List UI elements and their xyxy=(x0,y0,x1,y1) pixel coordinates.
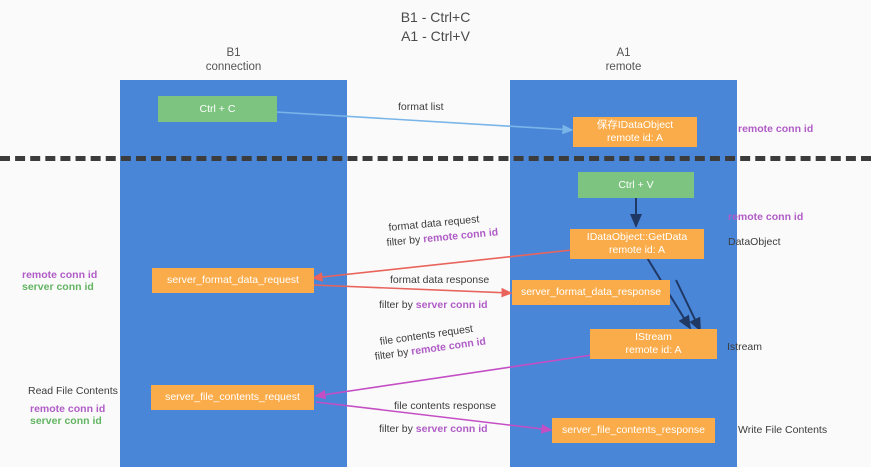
edge-label-format-list: format list xyxy=(398,101,444,113)
annotation-left-remote-conn-id-bot: remote conn id xyxy=(30,403,106,415)
node-istream[interactable]: IStream remote id: A xyxy=(590,329,717,359)
column-header-b1: B1 connection xyxy=(120,46,347,74)
edge-label-file-contents-response: file contents response xyxy=(394,400,496,413)
page-title: B1 - Ctrl+C A1 - Ctrl+V xyxy=(0,8,871,46)
annotation-left-read-file-contents: Read File Contents xyxy=(28,385,118,397)
node-getdata-label: IDataObject::GetData xyxy=(586,231,688,243)
column-header-a1-subtitle: remote xyxy=(605,61,642,73)
annotation-right-istream: Istream xyxy=(727,341,763,353)
edge-label-file-contents-response-filter: filter by server conn id xyxy=(379,423,488,436)
node-istream-label: IStream xyxy=(635,331,672,343)
filter-key-server-conn-id: server conn id xyxy=(415,299,488,311)
annotation-left-server-conn-id-mid: server conn id xyxy=(22,281,94,293)
node-server-file-contents-request[interactable]: server_file_contents_request xyxy=(151,385,314,410)
edge-label-file-contents-response-text: file contents response xyxy=(394,400,497,412)
annotation-left-remote-conn-id-mid: remote conn id xyxy=(22,269,98,281)
node-ctrl-c-label: Ctrl + C xyxy=(199,102,236,115)
title-line-2: A1 - Ctrl+V xyxy=(401,28,470,44)
node-ctrl-v[interactable]: Ctrl + V xyxy=(578,172,694,198)
annotation-right-write-file-contents: Write File Contents xyxy=(738,424,828,436)
node-save-dataobject-sub: remote id: A xyxy=(606,132,664,144)
filter-prefix: filter by xyxy=(374,345,413,363)
annotation-right-remote-conn-id-mid: remote conn id xyxy=(728,211,804,223)
column-header-a1: A1 remote xyxy=(510,46,737,74)
column-header-a1-title: A1 xyxy=(616,47,631,59)
node-ctrl-v-label: Ctrl + V xyxy=(618,178,654,191)
node-server-file-contents-request-label: server_file_contents_request xyxy=(165,391,300,403)
node-server-format-data-request[interactable]: server_format_data_request xyxy=(152,268,314,293)
node-getdata[interactable]: IDataObject::GetData remote id: A xyxy=(570,229,704,259)
node-server-file-contents-response[interactable]: server_file_contents_response xyxy=(552,418,715,443)
node-getdata-sub: remote id: A xyxy=(608,244,666,256)
node-save-dataobject[interactable]: 保存IDataObject remote id: A xyxy=(573,117,697,147)
filter-key-server-conn-id: server conn id xyxy=(415,423,488,435)
column-header-b1-title: B1 xyxy=(226,47,241,59)
filter-prefix: filter by xyxy=(379,299,416,311)
annotation-right-dataobject: DataObject xyxy=(728,236,781,248)
node-server-format-data-response-label: server_format_data_response xyxy=(520,286,662,298)
title-line-1: B1 - Ctrl+C xyxy=(400,9,471,25)
annotation-left-server-conn-id-bot: server conn id xyxy=(30,415,102,427)
phase-divider xyxy=(0,156,871,161)
column-header-b1-subtitle: connection xyxy=(205,61,262,73)
edge-label-format-data-response-filter: filter by server conn id xyxy=(379,299,488,312)
node-save-dataobject-label: 保存IDataObject xyxy=(596,119,674,131)
filter-prefix: filter by xyxy=(379,423,416,435)
node-server-file-contents-response-label: server_file_contents_response xyxy=(561,424,705,436)
node-istream-sub: remote id: A xyxy=(625,344,682,356)
annotation-right-remote-conn-id-top: remote conn id xyxy=(738,123,814,135)
node-server-format-data-request-label: server_format_data_request xyxy=(167,274,299,286)
edge-label-format-data-response-text: format data response xyxy=(390,274,490,286)
node-ctrl-c[interactable]: Ctrl + C xyxy=(158,96,277,122)
node-server-format-data-response[interactable]: server_format_data_response xyxy=(512,280,670,305)
edge-label-format-data-response: format data response xyxy=(390,274,489,287)
filter-prefix: filter by xyxy=(386,233,424,249)
